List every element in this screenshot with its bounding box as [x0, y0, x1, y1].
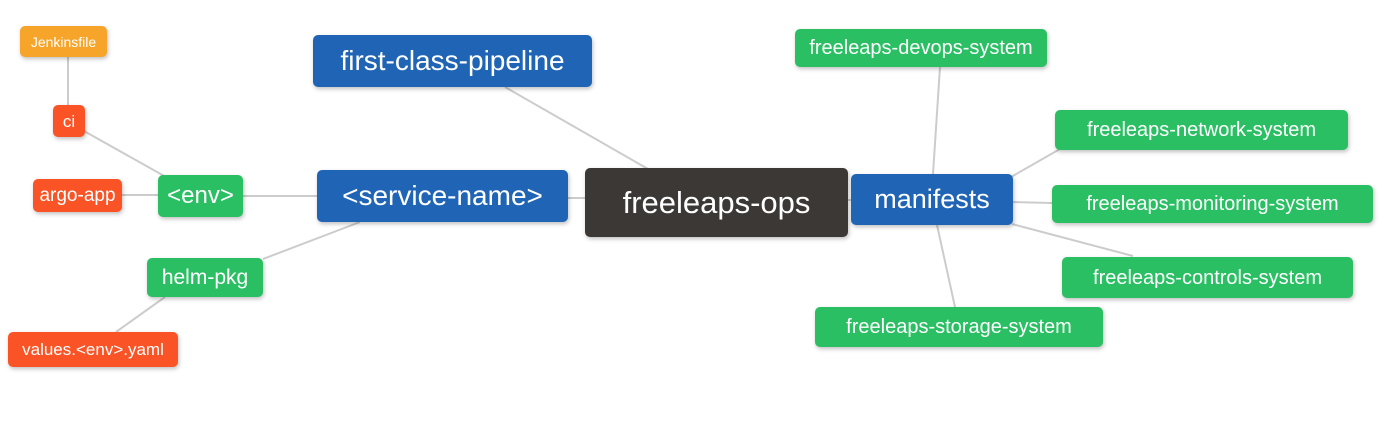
edge-pipeline-freeleaps-ops [504, 86, 649, 170]
edge-manifests-monitoring [1012, 201, 1053, 204]
node-freeleaps-monitoring-system[interactable]: freeleaps-monitoring-system [1052, 185, 1373, 223]
edge-values-helm-pkg [115, 296, 166, 333]
node-freeleaps-ops[interactable]: freeleaps-ops [585, 168, 848, 237]
edge-manifests-controls [1011, 223, 1134, 257]
node-values-env-yaml[interactable]: values.<env>.yaml [8, 332, 178, 367]
node-first-class-pipeline[interactable]: first-class-pipeline [313, 35, 592, 87]
edge-helm-pkg-service-name [262, 221, 361, 260]
node-env[interactable]: <env> [158, 175, 243, 217]
edge-ci-env [83, 130, 167, 178]
node-manifests[interactable]: manifests [851, 174, 1013, 225]
node-freeleaps-devops-system[interactable]: freeleaps-devops-system [795, 29, 1047, 67]
node-freeleaps-storage-system[interactable]: freeleaps-storage-system [815, 307, 1103, 347]
node-helm-pkg[interactable]: helm-pkg [147, 258, 263, 297]
edge-manifests-network [1010, 148, 1061, 178]
node-argo-app[interactable]: argo-app [33, 179, 122, 212]
node-service-name[interactable]: <service-name> [317, 170, 568, 222]
edge-manifests-devops [932, 66, 941, 175]
node-freeleaps-network-system[interactable]: freeleaps-network-system [1055, 110, 1348, 150]
node-jenkinsfile[interactable]: Jenkinsfile [20, 26, 107, 57]
node-freeleaps-controls-system[interactable]: freeleaps-controls-system [1062, 257, 1353, 298]
node-ci[interactable]: ci [53, 105, 85, 137]
edge-manifests-storage [936, 224, 956, 308]
